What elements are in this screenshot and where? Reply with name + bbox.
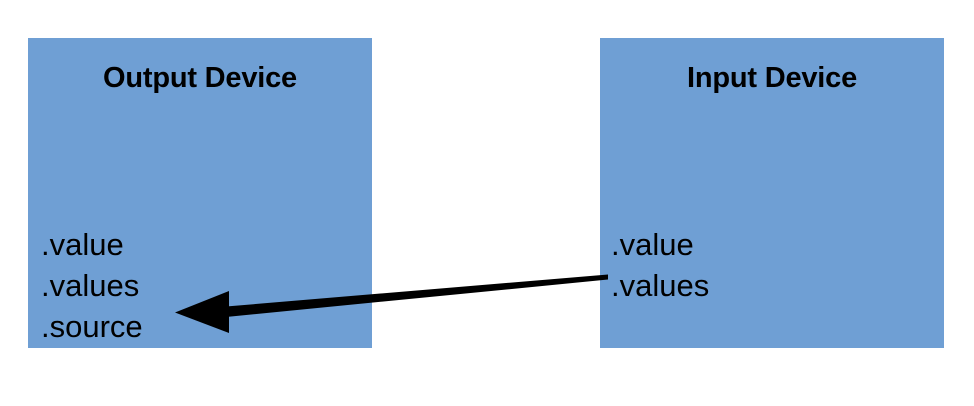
input-attr-value: .value (611, 227, 694, 262)
input-device-title: Input Device (686, 62, 858, 94)
output-attr-source: .source (41, 309, 143, 344)
input-attr-values: .values (611, 268, 710, 303)
output-attr-value: .value (41, 227, 124, 262)
input-device-box[interactable]: Input Device .value .values (600, 38, 944, 348)
output-device-title: Output Device (103, 62, 297, 94)
output-attr-values: .values (41, 268, 140, 303)
output-device-box[interactable]: Output Device .value .values .source (28, 38, 372, 348)
input-device-attribute-list: .value .values (611, 224, 709, 306)
output-device-attribute-list: .value .values .source (41, 224, 143, 347)
